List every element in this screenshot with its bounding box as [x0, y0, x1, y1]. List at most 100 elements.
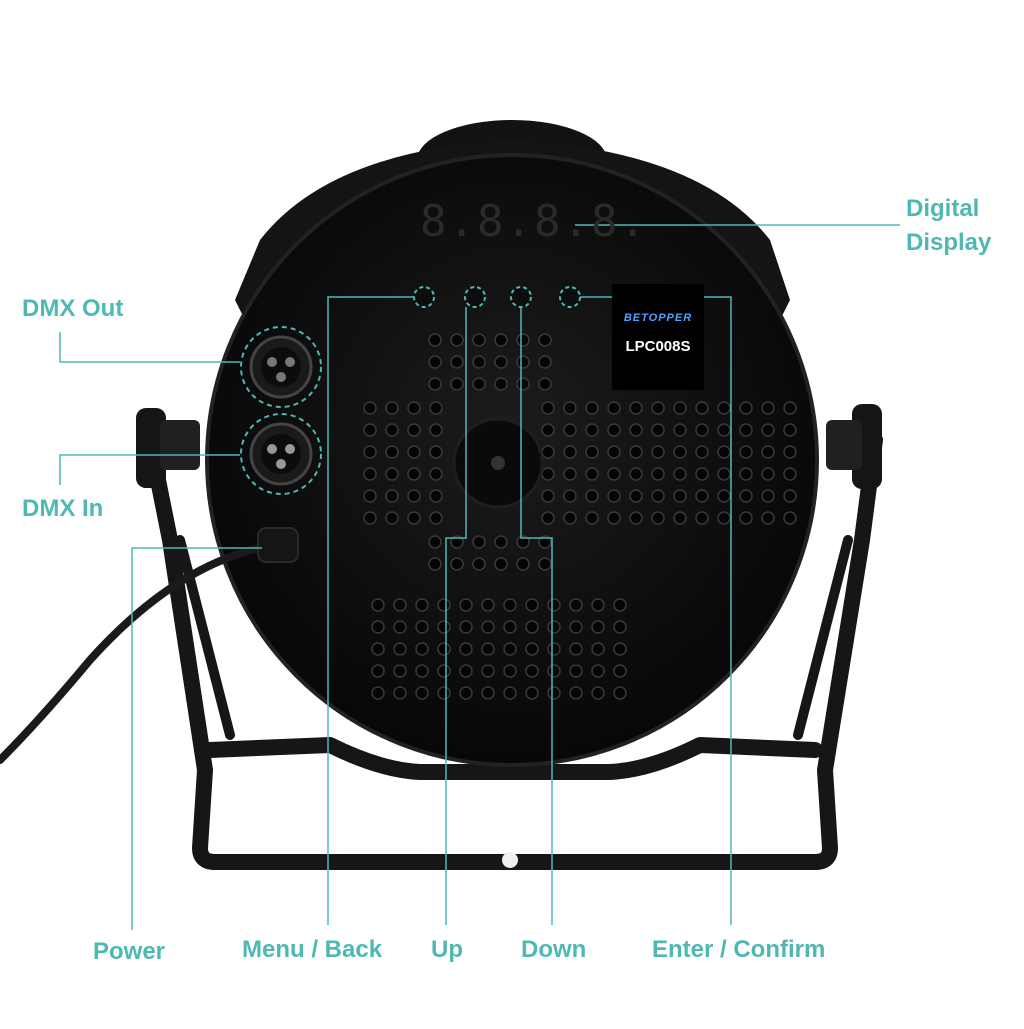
- grille-hole: [585, 401, 599, 415]
- grille-hole: [363, 445, 377, 459]
- grille-hole: [538, 355, 552, 369]
- grille-hole: [481, 664, 495, 678]
- grille-hole: [481, 620, 495, 634]
- grille-hole: [503, 598, 517, 612]
- grille-hole: [761, 489, 775, 503]
- grille-hole: [569, 598, 583, 612]
- grille-hole: [393, 620, 407, 634]
- grille-hole: [717, 511, 731, 525]
- grille-hole: [385, 445, 399, 459]
- grille-hole: [783, 423, 797, 437]
- grille-hole: [494, 377, 508, 391]
- grille-hole: [472, 355, 486, 369]
- grille-hole: [415, 642, 429, 656]
- grille-hole: [563, 401, 577, 415]
- grille-hole: [783, 467, 797, 481]
- grille-hole: [673, 445, 687, 459]
- grille-hole: [538, 377, 552, 391]
- grille-hole: [516, 377, 530, 391]
- grille-hole: [415, 686, 429, 700]
- grille-hole: [563, 467, 577, 481]
- grille-hole: [450, 333, 464, 347]
- dmx-out-connector-icon: [240, 326, 322, 408]
- grille-hole: [695, 511, 709, 525]
- grille-hole: [516, 557, 530, 571]
- dmx-in-connector-icon: [240, 413, 322, 495]
- right-knob-icon: [826, 404, 882, 489]
- grille-hole: [547, 642, 561, 656]
- grille-hole: [407, 489, 421, 503]
- grille-hole: [673, 511, 687, 525]
- grille-hole: [673, 401, 687, 415]
- grille-hole: [407, 511, 421, 525]
- grille-hole: [783, 445, 797, 459]
- grille-hole: [516, 535, 530, 549]
- grille-hole: [503, 686, 517, 700]
- grille-hole: [503, 664, 517, 678]
- grille-hole: [503, 620, 517, 634]
- model-number: LPC008S: [625, 338, 691, 355]
- grille-hole: [538, 535, 552, 549]
- grille-hole: [761, 511, 775, 525]
- control-buttons: [413, 286, 581, 308]
- grille-hole: [538, 557, 552, 571]
- grille-hole: [516, 355, 530, 369]
- grille-hole: [371, 664, 385, 678]
- grille-hole: [363, 423, 377, 437]
- grille-hole: [415, 620, 429, 634]
- grille-hole: [717, 401, 731, 415]
- grille-hole: [459, 598, 473, 612]
- grille-hole: [407, 401, 421, 415]
- grille-hole: [717, 445, 731, 459]
- label-down: Down: [521, 936, 587, 963]
- speaker-grille: [363, 333, 797, 700]
- grille-hole: [450, 557, 464, 571]
- grille-hole: [629, 511, 643, 525]
- grille-hole: [385, 511, 399, 525]
- grille-hole: [739, 423, 753, 437]
- grille-hole: [585, 467, 599, 481]
- grille-hole: [563, 423, 577, 437]
- grille-hole: [459, 686, 473, 700]
- grille-hole: [415, 598, 429, 612]
- label-dmx-in: DMX In: [22, 495, 104, 522]
- grille-hole: [651, 467, 665, 481]
- grille-hole: [783, 489, 797, 503]
- bracket-hole: [502, 852, 518, 868]
- grille-hole: [371, 598, 385, 612]
- grille-hole: [472, 535, 486, 549]
- grille-hole: [459, 642, 473, 656]
- grille-hole: [739, 445, 753, 459]
- grille-hole: [437, 686, 451, 700]
- grille-hole: [429, 467, 443, 481]
- grille-hole: [538, 333, 552, 347]
- grille-hole: [437, 598, 451, 612]
- grille-hole: [695, 445, 709, 459]
- grille-hole: [629, 423, 643, 437]
- grille-hole: [363, 511, 377, 525]
- grille-hole: [541, 511, 555, 525]
- label-power: Power: [93, 938, 166, 965]
- grille-hole: [385, 401, 399, 415]
- grille-hole: [393, 686, 407, 700]
- grille-hole: [428, 377, 442, 391]
- grille-hole: [569, 642, 583, 656]
- grille-hole: [651, 445, 665, 459]
- grille-hole: [363, 467, 377, 481]
- grille-hole: [385, 489, 399, 503]
- grille-hole: [525, 642, 539, 656]
- grille-hole: [525, 664, 539, 678]
- power-cable: [0, 527, 299, 764]
- grille-hole: [651, 511, 665, 525]
- menu-button-icon: [413, 286, 435, 308]
- grille-hole: [585, 489, 599, 503]
- grille-hole: [481, 642, 495, 656]
- grille-hole: [525, 598, 539, 612]
- grille-hole: [541, 423, 555, 437]
- grille-hole: [429, 489, 443, 503]
- grille-hole: [503, 642, 517, 656]
- grille-hole: [547, 598, 561, 612]
- grille-hole: [393, 664, 407, 678]
